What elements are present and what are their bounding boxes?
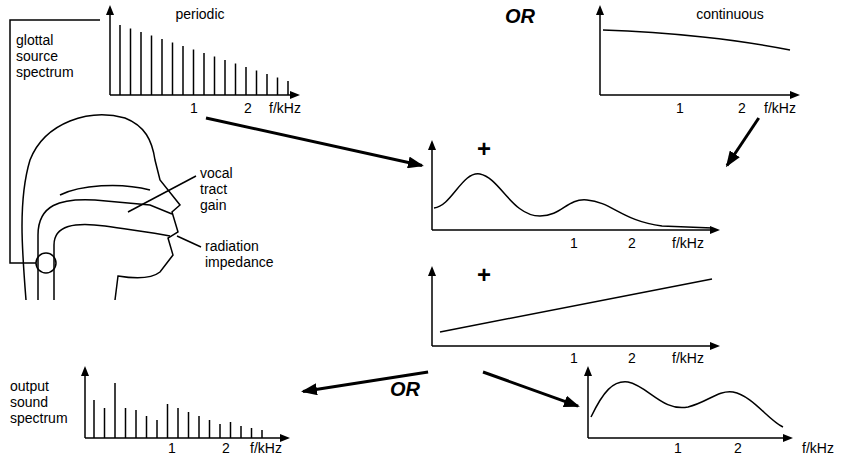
output-label: output sound spectrum <box>10 378 68 426</box>
plot-text: 2 <box>244 100 252 116</box>
leader-line <box>177 236 201 247</box>
plot-text: f/kHz <box>802 440 834 456</box>
plot-text: 2 <box>738 100 746 116</box>
plot-text: periodic <box>175 6 224 22</box>
spectrum-plot: continuous 1 2 f/kHz <box>590 2 815 118</box>
spectrum-plot: periodic 1 2 f/kHz <box>100 2 312 118</box>
plot-text: f/kHz <box>269 100 301 116</box>
plot-text: 1 <box>570 235 578 251</box>
vocal-tract-upper <box>38 200 172 300</box>
plot-text: 1 <box>190 100 198 116</box>
vocal-tract-lower <box>54 224 170 300</box>
plot-text: + <box>477 136 491 162</box>
plot-text: 1 <box>674 440 682 456</box>
spectrum-plot: 1 2 f/kHz <box>578 362 853 460</box>
flow-arrow <box>483 372 578 406</box>
part-label: radiation impedance <box>205 238 274 270</box>
plot-text: continuous <box>696 6 764 22</box>
plot-text: f/kHz <box>672 350 704 366</box>
head-outline <box>22 115 180 300</box>
flow-arrow <box>206 118 422 166</box>
plot-text: 2 <box>222 440 230 456</box>
plot-text: 2 <box>628 235 636 251</box>
plot-text: 1 <box>676 100 684 116</box>
spectrum-plot: +1 2 f/kHz <box>422 136 727 254</box>
flow-arrow <box>727 118 759 166</box>
or-label: OR <box>390 378 420 400</box>
nasal-cavity <box>60 185 150 195</box>
plot-text: f/kHz <box>672 235 704 251</box>
plot-text: + <box>477 262 491 288</box>
glottis-circle <box>36 253 56 273</box>
plot-text: f/kHz <box>764 100 796 116</box>
plot-text: f/kHz <box>250 440 282 456</box>
glottis-bracket <box>10 20 100 263</box>
plot-text: 1 <box>168 440 176 456</box>
spectrum-plot: 1 2 f/kHz <box>78 362 303 460</box>
part-label: vocal tract gain <box>200 165 233 213</box>
source-label: glottal source spectrum <box>16 32 74 80</box>
leader-line <box>128 176 196 212</box>
spectrum-plot: +1 2 f/kHz <box>422 262 727 372</box>
plot-text: 2 <box>734 440 742 456</box>
plot-text: 2 <box>628 350 636 366</box>
plot-text: 1 <box>570 350 578 366</box>
or-label: OR <box>505 5 535 27</box>
